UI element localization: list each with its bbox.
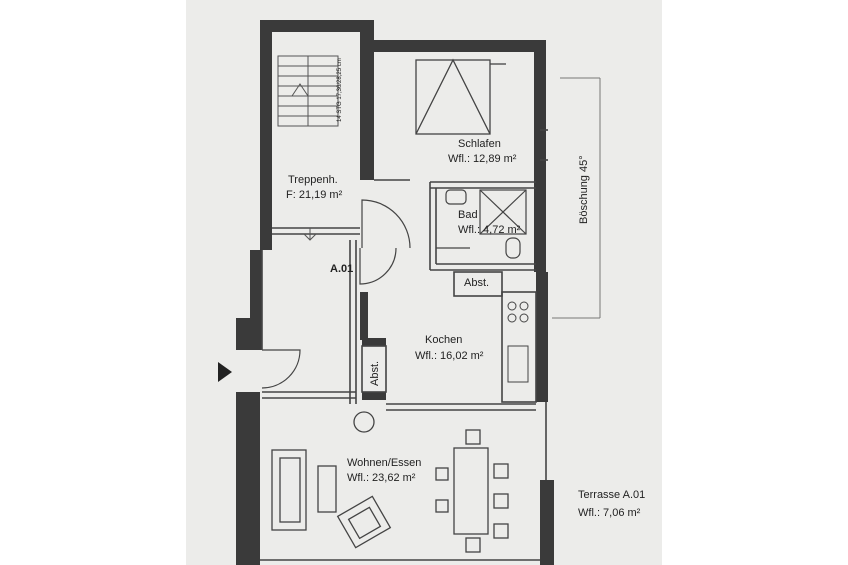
- slope-label: Böschung 45°: [578, 155, 590, 224]
- terrace-area: Wfl.: 7,06 m²: [578, 507, 641, 519]
- terrace-name: Terrasse A.01: [578, 489, 646, 501]
- living-furniture: [271, 411, 509, 553]
- bedroom-area: Wfl.: 12,89 m²: [448, 153, 517, 165]
- staircase-name: Treppenh.: [288, 174, 338, 186]
- bath-fixtures: [445, 189, 527, 259]
- storage-label-left: Abst.: [369, 360, 381, 386]
- bath-name: Bad: [458, 209, 478, 221]
- staircase-area: F: 21,19 m²: [286, 189, 343, 201]
- bedroom-name: Schlafen: [458, 138, 501, 150]
- entry-arrow-icon: [218, 362, 232, 382]
- unit-label: A.01: [330, 263, 354, 275]
- living-area: Wfl.: 23,62 m²: [347, 472, 416, 484]
- kitchen-area: Wfl.: 16,02 m²: [415, 350, 484, 362]
- door-swings: [261, 199, 470, 389]
- storage-label-right: Abst.: [464, 277, 490, 289]
- living-name: Wohnen/Essen: [347, 457, 422, 469]
- bath-area: Wfl.: 4,72 m²: [458, 224, 521, 236]
- stair-treads: [277, 55, 339, 241]
- kitchen-name: Kochen: [425, 334, 463, 346]
- stair-note: 14 STG 17,36/28,25 cm: [337, 58, 343, 122]
- bed: [415, 58, 506, 135]
- interior-lines: [260, 77, 601, 561]
- walls: [236, 20, 554, 565]
- kitchen-appliances: [507, 301, 529, 383]
